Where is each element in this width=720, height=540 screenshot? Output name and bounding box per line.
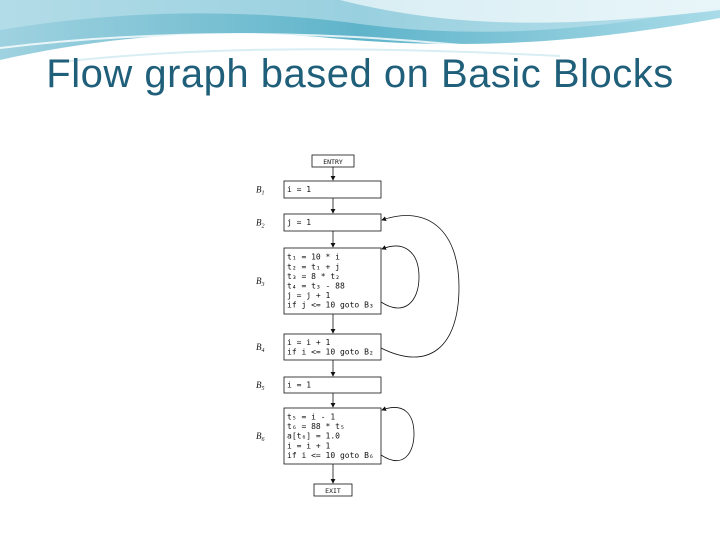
- code-line: i = 1: [287, 381, 311, 390]
- code-line: i = i + 1: [287, 338, 331, 347]
- exit-label: EXIT: [325, 487, 341, 495]
- code-line: if i <= 10 goto B₂: [287, 348, 374, 357]
- code-line: j = j + 1: [287, 291, 331, 300]
- code-line: t₅ = i - 1: [287, 413, 335, 422]
- code-line: a[t₆] = 1.0: [287, 432, 340, 441]
- code-line: i = 1: [287, 185, 311, 194]
- code-line: t₁ = 10 * i: [287, 253, 340, 262]
- code-line: t₄ = t₃ - 88: [287, 282, 345, 291]
- slide-title: Flow graph based on Basic Blocks: [0, 54, 720, 94]
- block-label-sub: 4: [262, 347, 265, 354]
- code-line: if j <= 10 goto B₃: [287, 301, 374, 310]
- code-line: i = i + 1: [287, 441, 331, 450]
- block-label-sub: 1: [262, 191, 265, 197]
- entry-label: ENTRY: [323, 158, 343, 166]
- code-line: t₆ = 88 * t₅: [287, 422, 345, 431]
- code-line: t₃ = 8 * t₂: [287, 272, 340, 281]
- block-label-sub: 5: [262, 386, 265, 392]
- code-line: if i <= 10 goto B₆: [287, 451, 374, 460]
- block-label-sub: 2: [262, 224, 265, 230]
- block-label-sub: 6: [262, 437, 265, 443]
- block-label-sub: 3: [261, 282, 265, 288]
- code-line: t₂ = t₁ + j: [287, 262, 340, 271]
- code-line: j = 1: [287, 218, 311, 227]
